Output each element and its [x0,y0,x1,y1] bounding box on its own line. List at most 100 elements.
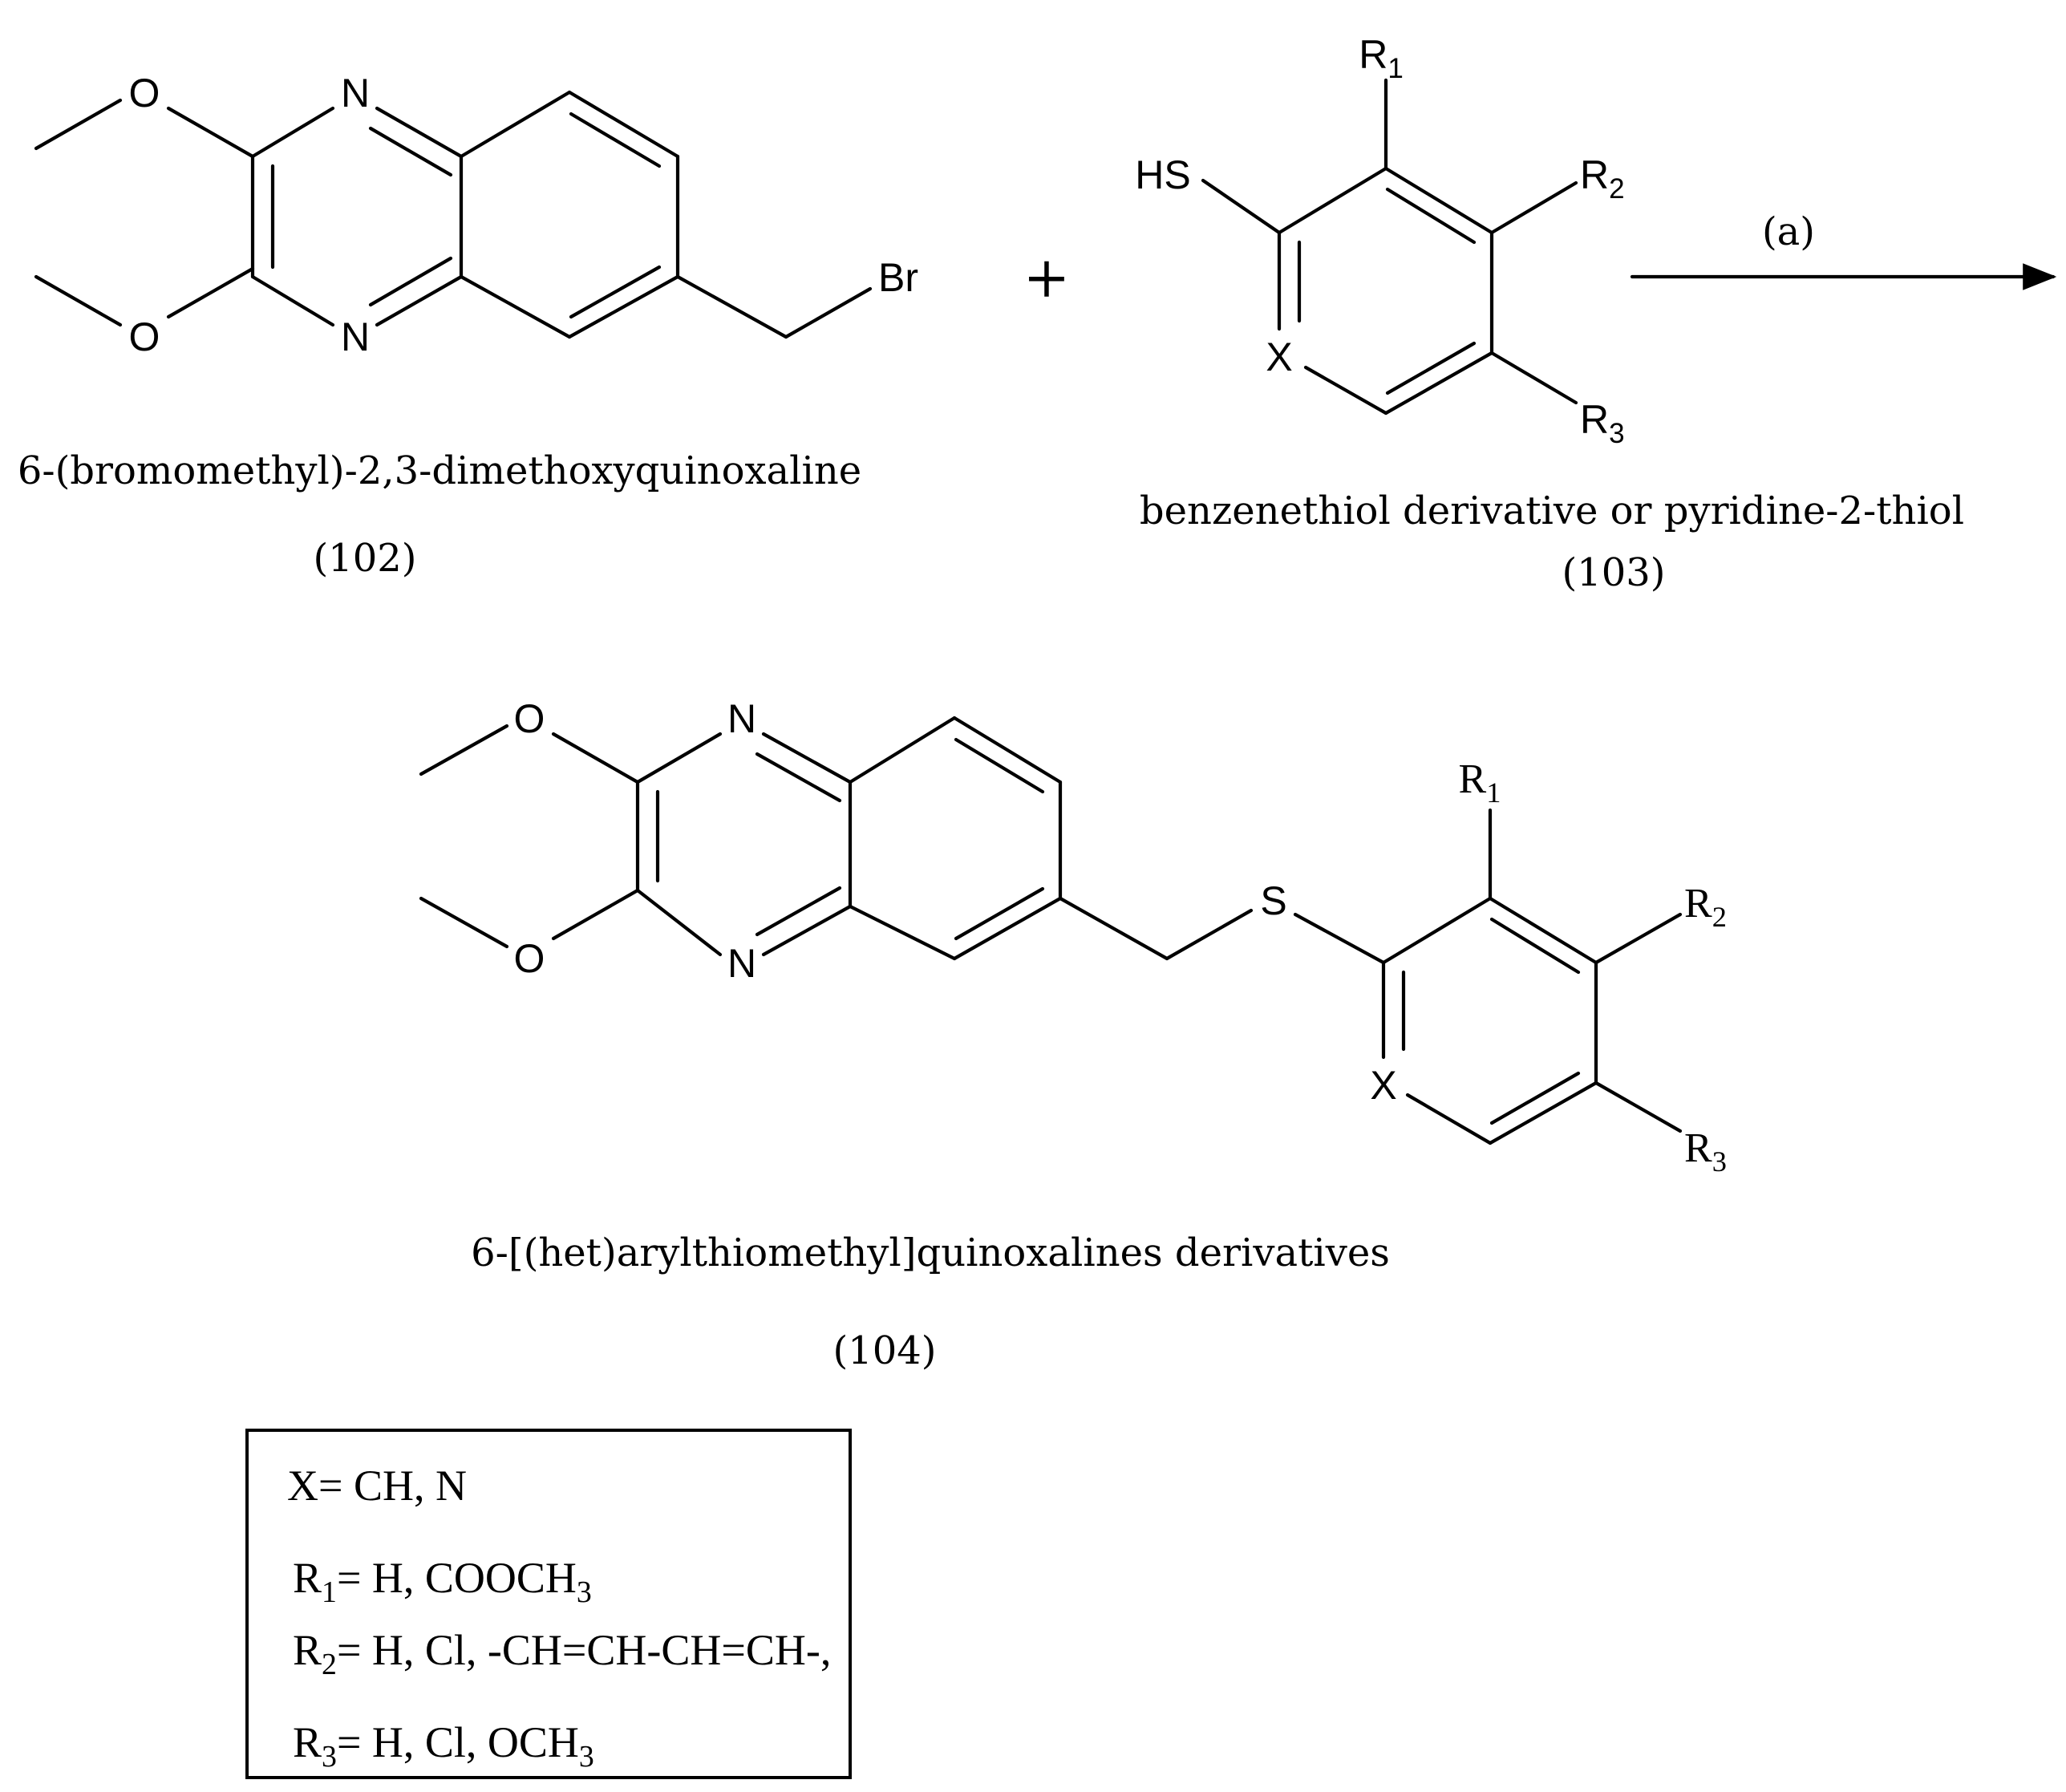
reactant-102-structure: O O N N Br [34,71,918,359]
oxygen-atom-label: O [129,71,160,116]
r1-label: R1 [1459,756,1501,809]
bond [1201,178,1282,235]
bond [1405,1093,1493,1145]
r2-subscript: 2 [1609,173,1624,205]
bond [1489,917,1581,975]
bond [1277,166,1388,235]
nitrogen-atom-label: N [727,696,756,741]
r3-subscript: 3 [1609,418,1624,449]
bond [952,896,1063,961]
bond [34,274,123,327]
product-104-number: (104) [832,1328,936,1373]
r3-definition: R3= H, Cl, OCH3 [293,1718,594,1774]
r3-label: R3 [1580,397,1625,449]
bond [1165,908,1254,961]
r3-definition-tail-subscript: 3 [579,1740,594,1774]
r3-label: R3 [1684,1125,1727,1178]
product-104-name: 6-[(het)arylthiomethyl]quinoxalines deri… [471,1230,1390,1275]
r3-definition-subscript: 3 [322,1740,337,1774]
bond [567,274,680,339]
r2-definition: R2= H, Cl, -CH=CH-CH=CH-, [293,1626,831,1681]
r1-definition: R1= H, COOCH3 [293,1554,592,1609]
substituent-legend-box [245,1429,852,1779]
bond [250,274,335,327]
r2-letter: R [1580,152,1609,197]
nitrogen-atom-label: N [341,71,370,116]
bond [1385,341,1477,395]
reactant-102-name: 6-(bromomethyl)-2,3-dimethoxyquinoxaline [18,448,861,493]
r2-definition-letter: R [293,1626,322,1674]
product-104-structure: O O N N S X R1 R2 R3 [419,696,1727,1178]
bond [1489,351,1578,405]
bond [569,265,662,319]
bond [166,266,255,319]
bond [954,886,1045,941]
bond [375,274,464,327]
bond [635,732,723,785]
x-atom-label: X [1266,334,1292,379]
reactant-103-name: benzenethiol derivative or pyridine-2-th… [1140,489,1964,533]
r1-letter: R [1359,32,1387,77]
bond [375,106,464,159]
oxygen-atom-label: O [514,696,545,741]
r1-definition-letter: R [293,1554,322,1602]
thiol-group-label: HS [1135,152,1190,197]
bond [761,732,853,785]
bond [34,98,123,151]
r2-definition-subscript: 2 [322,1648,337,1681]
bond [1489,180,1578,235]
r1-definition-values: = H, COOCH [337,1554,577,1602]
bond [952,716,1063,785]
bromine-atom-label: Br [878,255,918,300]
bond [1488,1080,1598,1145]
reactant-102-number: (102) [313,536,416,581]
plus-sign: + [1023,245,1071,310]
bond [1385,187,1477,245]
oxygen-atom-label: O [514,936,545,981]
oxygen-atom-label: O [129,314,160,359]
bond [419,724,509,776]
bond [1383,351,1494,416]
bond [761,904,853,957]
reactant-103-structure: HS X R1 R2 R3 [1135,32,1624,449]
r2-letter: R [1684,881,1712,926]
r3-subscript: 3 [1712,1145,1727,1178]
bond [784,286,873,339]
bond [675,274,788,339]
bond [848,716,957,785]
bond [1594,912,1683,965]
r1-definition-tail-subscript: 3 [577,1575,592,1609]
bond [419,896,509,949]
nitrogen-atom-label: N [727,941,756,986]
r1-subscript: 1 [1486,776,1501,809]
r1-definition-subscript: 1 [322,1575,337,1609]
x-atom-label: X [1370,1063,1396,1108]
r1-subscript: 1 [1387,53,1403,84]
bond [166,106,255,159]
bond [250,106,335,159]
bond [551,888,640,941]
bond [1594,1080,1683,1133]
bond [848,904,957,961]
r3-letter: R [1580,397,1609,442]
bond [459,274,572,339]
bond [1058,896,1169,961]
r2-label: R2 [1580,152,1625,205]
bond [551,732,640,785]
bond [567,90,680,159]
bond [1303,365,1388,416]
r2-label: R2 [1684,881,1727,933]
r3-definition-values: = H, Cl, OCH [337,1718,579,1766]
reaction-condition: (a) [1762,209,1815,254]
bond [1381,896,1493,965]
bond [368,126,453,177]
r2-definition-values: = H, Cl, -CH=CH-CH=CH-, [337,1626,831,1674]
x-definition: X= CH, N [287,1462,467,1510]
bond [368,256,453,307]
bond [1293,912,1386,965]
bond [569,111,662,168]
bond [755,886,842,937]
r2-subscript: 2 [1712,901,1727,933]
nitrogen-atom-label: N [341,314,370,359]
